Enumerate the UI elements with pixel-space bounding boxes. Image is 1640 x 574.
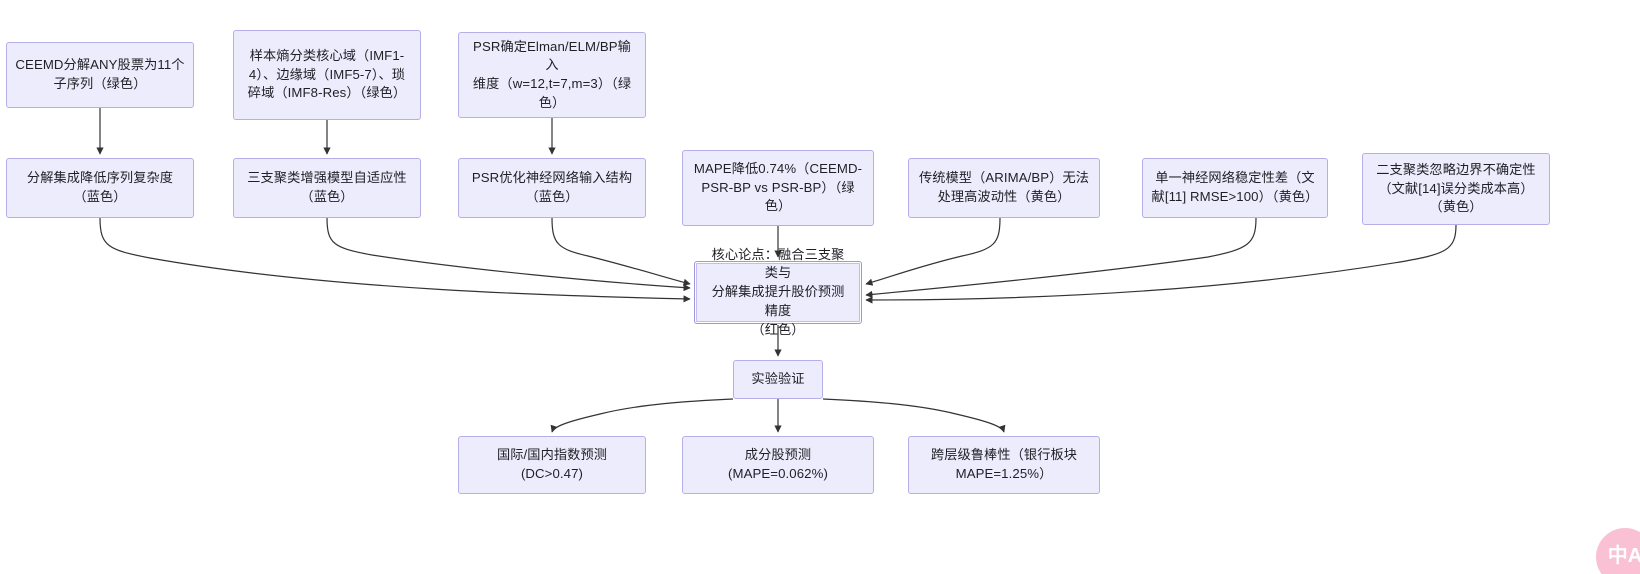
node-label: 成分股预测 (MAPE=0.062%): [728, 447, 828, 481]
node-single-nn-instability[interactable]: 单一神经网络稳定性差（文 献[11] RMSE>100）（黄色）: [1142, 158, 1328, 218]
node-label: 分解集成降低序列复杂度 （蓝色）: [26, 170, 174, 204]
node-label: 二支聚类忽略边界不确定性 （文献[14]误分类成本高） （黄色）: [1376, 161, 1536, 215]
node-label: MAPE降低0.74%（CEEMD- PSR-BP vs PSR-BP）（绿 色…: [693, 160, 863, 214]
node-index-forecast[interactable]: 国际/国内指数预测 (DC>0.47): [458, 436, 646, 494]
node-three-way-adaptivity[interactable]: 三支聚类增强模型自适应性 （蓝色）: [233, 158, 421, 218]
edge-complexity-to-core: [99, 217, 691, 303]
node-label: 样本熵分类核心域（IMF1- 4）、边缘域（IMF5-7）、琐 碎域（IMF8-…: [247, 47, 407, 101]
node-label: 实验验证: [751, 371, 805, 387]
node-component-stock-forecast[interactable]: 成分股预测 (MAPE=0.062%): [682, 436, 874, 494]
node-label: 核心论点：融合三支聚类与 分解集成提升股价预测精度 （红色）: [711, 246, 845, 337]
edge-single-nn-to-core: [865, 217, 1257, 298]
node-traditional-model-limit[interactable]: 传统模型（ARIMA/BP）无法 处理高波动性（黄色）: [908, 158, 1100, 218]
node-label: 三支聚类增强模型自适应性 （蓝色）: [247, 170, 407, 204]
node-cross-level-robustness[interactable]: 跨层级鲁棒性（银行板块 MAPE=1.25%）: [908, 436, 1100, 494]
edge-experiment-to-index: [550, 398, 734, 433]
node-mape-reduction[interactable]: MAPE降低0.74%（CEEMD- PSR-BP vs PSR-BP）（绿 色…: [682, 150, 874, 226]
node-sample-entropy-cluster[interactable]: 样本熵分类核心域（IMF1- 4）、边缘域（IMF5-7）、琐 碎域（IMF8-…: [233, 30, 421, 120]
watermark-badge: 中A: [1596, 528, 1640, 574]
watermark-label: 中A: [1607, 545, 1640, 567]
node-label: 跨层级鲁棒性（银行板块 MAPE=1.25%）: [930, 447, 1078, 481]
node-label: 单一神经网络稳定性差（文 献[11] RMSE>100）（黄色）: [1151, 170, 1319, 204]
node-label: 传统模型（ARIMA/BP）无法 处理高波动性（黄色）: [918, 170, 1090, 204]
node-ceemd-decompose[interactable]: CEEMD分解ANY股票为11个 子序列（绿色）: [6, 42, 194, 108]
node-core-thesis[interactable]: 核心论点：融合三支聚类与 分解集成提升股价预测精度 （红色）: [694, 247, 862, 337]
node-label: 国际/国内指数预测 (DC>0.47): [496, 447, 608, 481]
node-psr-input-dim[interactable]: PSR确定Elman/ELM/BP输入 维度（w=12,t=7,m=3）（绿 色…: [458, 32, 646, 118]
edge-adaptivity-to-core: [326, 217, 691, 292]
edge-two-way-to-core: [865, 224, 1457, 304]
node-label: PSR确定Elman/ELM/BP输入 维度（w=12,t=7,m=3）（绿 色…: [472, 38, 632, 110]
node-experiment-validation[interactable]: 实验验证: [733, 360, 823, 399]
node-label: CEEMD分解ANY股票为11个 子序列（绿色）: [15, 57, 185, 91]
edge-traditional-to-core: [865, 217, 1001, 286]
node-decomp-reduce-complexity[interactable]: 分解集成降低序列复杂度 （蓝色）: [6, 158, 194, 218]
edge-structure-to-core: [551, 217, 691, 286]
node-label: PSR优化神经网络输入结构 （蓝色）: [471, 170, 633, 204]
node-psr-optimize-structure[interactable]: PSR优化神经网络输入结构 （蓝色）: [458, 158, 646, 218]
node-two-way-cluster-limit[interactable]: 二支聚类忽略边界不确定性 （文献[14]误分类成本高） （黄色）: [1362, 153, 1550, 225]
edge-experiment-to-robustness: [822, 398, 1006, 433]
